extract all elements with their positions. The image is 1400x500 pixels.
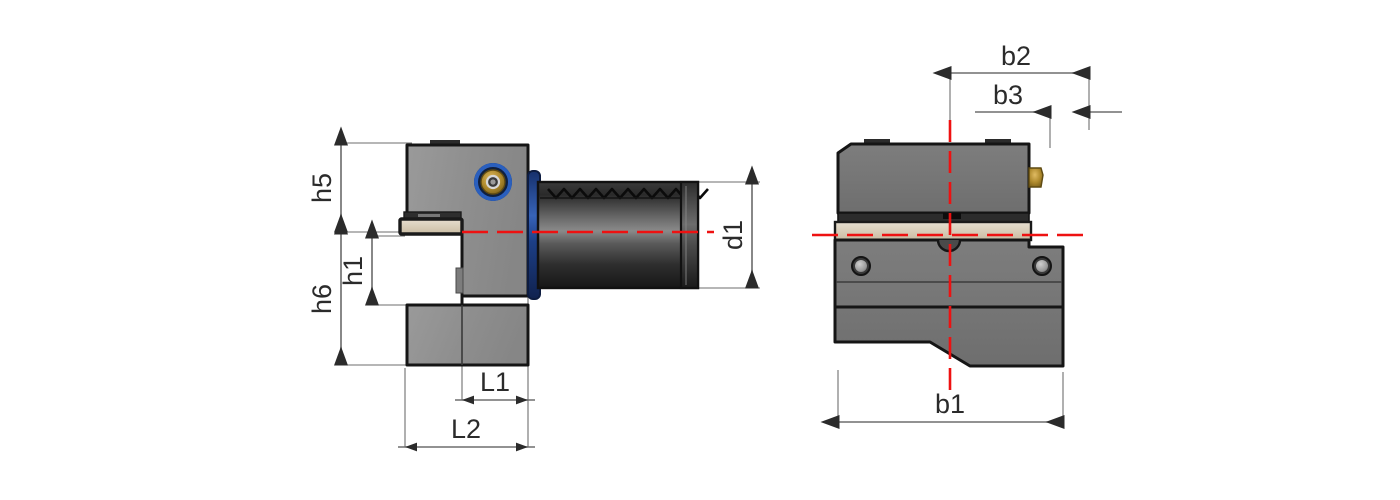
cutting-insert-strip (833, 220, 1033, 242)
clamp-screw-assembly (474, 163, 512, 201)
dim-h1-label: h1 (338, 256, 368, 286)
dim-b3-label: b3 (993, 80, 1023, 110)
side-view-insert-assembly (398, 211, 464, 236)
shank-cylinder (536, 180, 700, 290)
dimension-b1: b1 (820, 389, 1065, 430)
dim-b2-label: b2 (1001, 41, 1031, 71)
insert-seat-strip (837, 212, 1030, 223)
locating-pin-left (851, 256, 871, 276)
body-top-tab (430, 140, 460, 145)
front-top-tab-right (985, 139, 1011, 144)
insert-seat-key (943, 213, 961, 219)
dimension-h6: h6 (307, 215, 349, 366)
pin-left-icon (855, 260, 867, 272)
body-lower-block (405, 303, 530, 367)
front-view-body (833, 139, 1065, 368)
body-relief-notch (455, 267, 464, 294)
dimension-l1: L1 (455, 367, 535, 405)
shank-end-face (679, 180, 700, 290)
dimension-b3: b3 (975, 80, 1122, 120)
dim-l2-arrow-left (405, 442, 417, 452)
dimension-l2: L2 (398, 414, 535, 452)
dimension-h1: h1 (338, 219, 380, 306)
cutting-insert (398, 217, 464, 236)
dim-l2-arrow-right (516, 442, 528, 452)
dim-h5-label: h5 (307, 173, 337, 203)
screw-ring-blue-icon (474, 163, 512, 201)
dim-d1-label: d1 (718, 220, 748, 250)
dimension-h5: h5 (307, 126, 349, 233)
locating-pin-right (1032, 256, 1052, 276)
front-lower-block (833, 238, 1065, 368)
front-upper-block (836, 142, 1031, 215)
dim-h6-label: h6 (307, 284, 337, 314)
pin-right-icon (1036, 260, 1048, 272)
front-top-tab-left (864, 139, 890, 144)
vdi-shank (536, 180, 709, 290)
dim-b1-label: b1 (935, 389, 965, 419)
insert-shim-highlight (418, 214, 440, 217)
dim-l1-label: L1 (480, 367, 510, 397)
dim-l1-arrow-left (462, 395, 474, 405)
dimension-b2: b2 (932, 41, 1091, 81)
dim-l2-label: L2 (451, 414, 481, 444)
screw-socket-bore-icon (490, 179, 496, 185)
front-view: b2 b3 b1 (812, 41, 1122, 430)
dimension-d1: d1 (718, 165, 760, 289)
side-view: h5 h6 h1 d1 L1 L2 (307, 126, 760, 452)
dim-l1-arrow-right (516, 395, 528, 405)
side-set-screw-icon (1028, 167, 1044, 188)
